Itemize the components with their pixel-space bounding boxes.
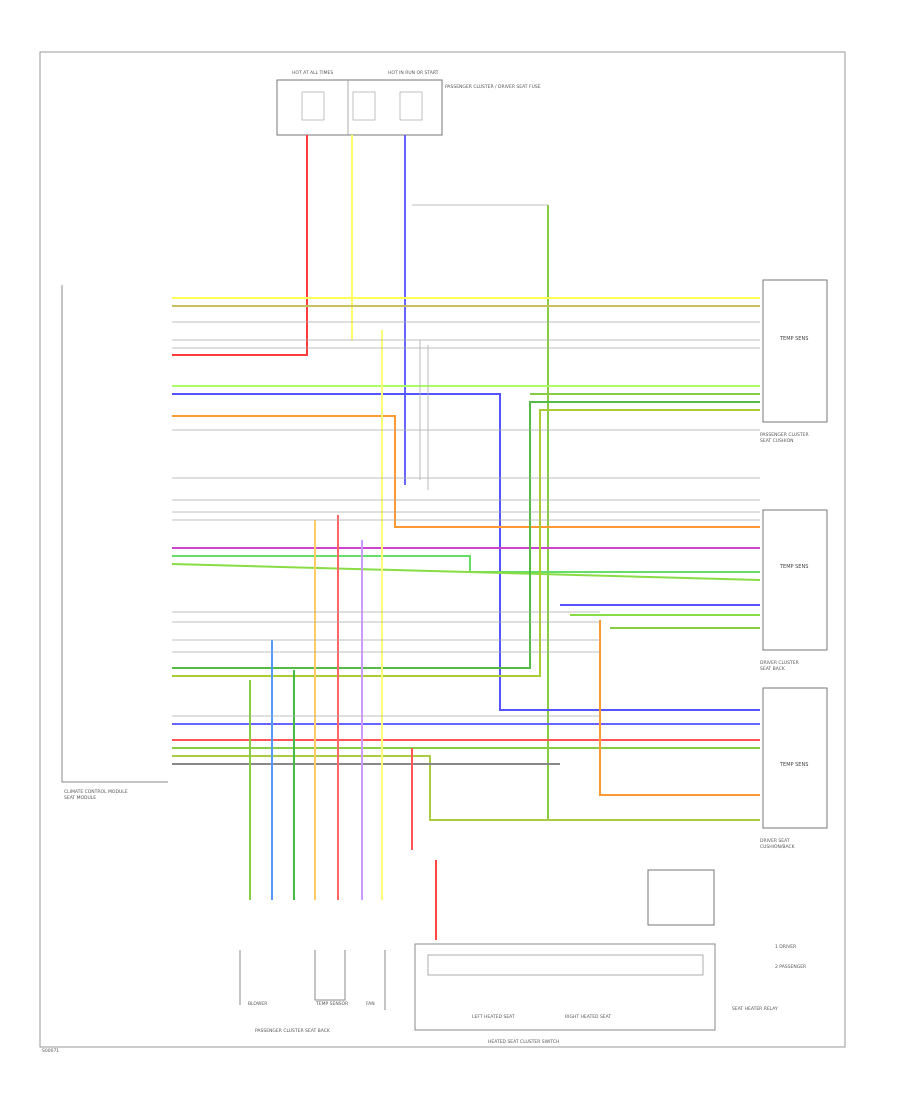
thin-wires bbox=[172, 204, 760, 717]
svg-text:BLOWER: BLOWER bbox=[248, 1001, 267, 1007]
svg-text:2 PASSENGER: 2 PASSENGER bbox=[775, 964, 806, 970]
svg-text:LEFT HEATED SEAT: LEFT HEATED SEAT bbox=[472, 1014, 515, 1020]
svg-text:1 DRIVER: 1 DRIVER bbox=[775, 944, 796, 950]
svg-text:SEAT HEATER RELAY: SEAT HEATER RELAY bbox=[732, 1006, 778, 1012]
wires bbox=[171, 135, 761, 940]
svg-text:TEMP SENS: TEMP SENS bbox=[779, 336, 808, 342]
legend: 1 DRIVER 2 PASSENGER bbox=[775, 944, 806, 970]
svg-text:RIGHT HEATED SEAT: RIGHT HEATED SEAT bbox=[565, 1014, 611, 1020]
svg-text:TEMP SENS: TEMP SENS bbox=[779, 564, 808, 570]
fuse-label-right: HOT IN RUN OR START bbox=[388, 70, 439, 76]
bottom-switch-box: LEFT HEATED SEAT RIGHT HEATED SEAT HEATE… bbox=[414, 943, 716, 1045]
svg-text:TEMP SENSOR: TEMP SENSOR bbox=[315, 1001, 348, 1007]
svg-text:FAN: FAN bbox=[366, 1001, 375, 1007]
left-module-outline bbox=[61, 285, 168, 783]
diagram-frame bbox=[39, 51, 846, 1048]
bottom-relay: SEAT HEATER RELAY bbox=[647, 869, 778, 1012]
fuse-items bbox=[301, 91, 423, 121]
svg-text:HEATED SEAT CLUSTER SWITCH: HEATED SEAT CLUSTER SWITCH bbox=[488, 1039, 559, 1045]
fuse-description: PASSENGER CLUSTER / DRIVER SEAT FUSE bbox=[445, 84, 541, 90]
footer-code: S00071 bbox=[42, 1048, 59, 1054]
svg-text:TEMP SENS: TEMP SENS bbox=[779, 762, 808, 768]
bottom-left-connectors: BLOWER TEMP SENSOR FAN PASSENGER CLUSTER… bbox=[239, 950, 386, 1034]
svg-text:PASSENGER CLUSTER SEAT BACK: PASSENGER CLUSTER SEAT BACK bbox=[255, 1028, 331, 1034]
fuse-label-left: HOT AT ALL TIMES bbox=[292, 70, 333, 76]
fuse-block bbox=[276, 79, 443, 136]
